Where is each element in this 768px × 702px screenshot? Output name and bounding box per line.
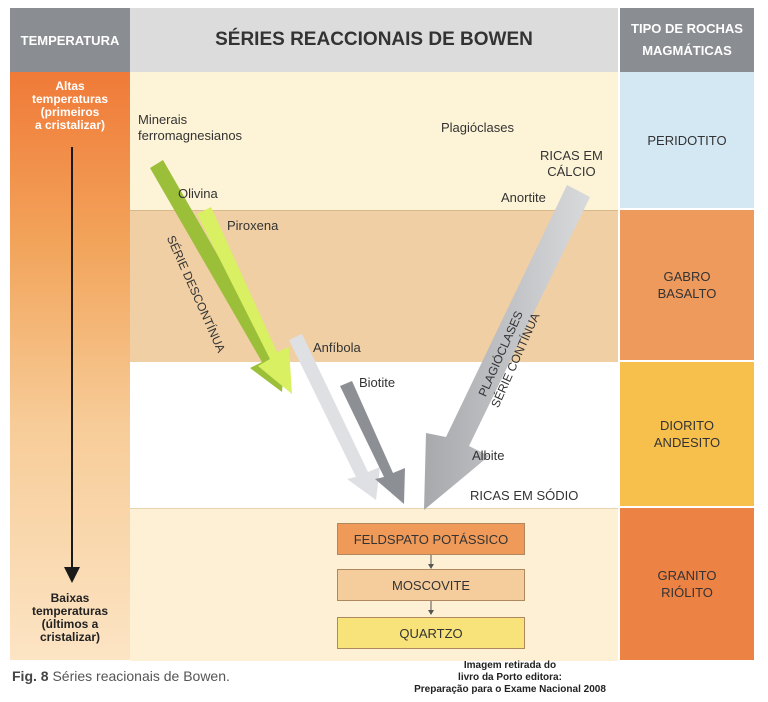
low-temperature-label: Baixas temperaturas (últimos a cristaliz… bbox=[31, 591, 109, 644]
feldspato-label: FELDSPATO POTÁSSICO bbox=[353, 531, 509, 547]
rock-granito-riolito: GRANITO RIÓLITO bbox=[620, 508, 754, 660]
ferromagnesian-heading: Minerais ferromagnesianos bbox=[138, 112, 243, 143]
rock-diorito-andesito: DIORITO ANDESITO bbox=[620, 362, 754, 506]
rock-type-header: TIPO DE ROCHAS MAGMÁTICAS bbox=[620, 8, 754, 72]
mineral-anortite: Anortite bbox=[501, 190, 546, 205]
temperature-header: TEMPERATURA bbox=[10, 8, 130, 72]
box-quartzo: QUARTZO bbox=[337, 617, 525, 649]
high-temperature-label: Altas temperaturas (primeiros a cristali… bbox=[31, 79, 109, 132]
anfibola-arrow bbox=[289, 334, 380, 500]
moscovite-label: MOSCOVITE bbox=[391, 577, 470, 593]
rock-peridotito: PERIDOTITO bbox=[620, 72, 754, 208]
figure-caption: Fig. 8 Séries reacionais de Bowen. bbox=[12, 668, 230, 684]
mineral-olivina: Olivina bbox=[178, 186, 218, 201]
sodium-rich-label: RICAS EM SÓDIO bbox=[470, 488, 579, 503]
rock-gabro-basalto: GABRO BASALTO bbox=[620, 210, 754, 360]
temperature-column bbox=[10, 72, 130, 660]
source-note: Imagem retirada do livro da Porto editor… bbox=[414, 660, 606, 695]
rock-type-header-label: TIPO DE ROCHAS MAGMÁTICAS bbox=[631, 21, 743, 58]
band-ultramafic bbox=[130, 72, 618, 210]
calcium-rich-label: RICAS EM CÁLCIO bbox=[540, 148, 603, 179]
plagioclase-heading: Plagióclases bbox=[441, 120, 514, 135]
temperature-arrow bbox=[64, 147, 80, 583]
mineral-albite: Albite bbox=[472, 448, 505, 463]
title-header: SÉRIES REACCIONAIS DE BOWEN bbox=[130, 8, 618, 72]
plagioclase-arrow bbox=[424, 185, 590, 510]
figure-number: Fig. 8 bbox=[12, 668, 49, 684]
box-feldspato-potassico: FELDSPATO POTÁSSICO bbox=[337, 523, 525, 555]
box-moscovite: MOSCOVITE bbox=[337, 569, 525, 601]
biotite-arrow bbox=[340, 381, 405, 504]
olivina-arrow bbox=[150, 160, 285, 392]
sequence-arrows bbox=[428, 555, 434, 615]
mineral-anfibola: Anfíbola bbox=[313, 340, 361, 355]
quartzo-label: QUARTZO bbox=[399, 625, 463, 641]
piroxena-arrow bbox=[197, 207, 292, 394]
mineral-biotite: Biotite bbox=[359, 375, 396, 390]
figure-text: Séries reacionais de Bowen. bbox=[52, 668, 230, 684]
mineral-piroxena: Piroxena bbox=[227, 218, 279, 233]
diagram-title: SÉRIES REACCIONAIS DE BOWEN bbox=[215, 29, 533, 50]
temperature-header-label: TEMPERATURA bbox=[20, 32, 120, 48]
